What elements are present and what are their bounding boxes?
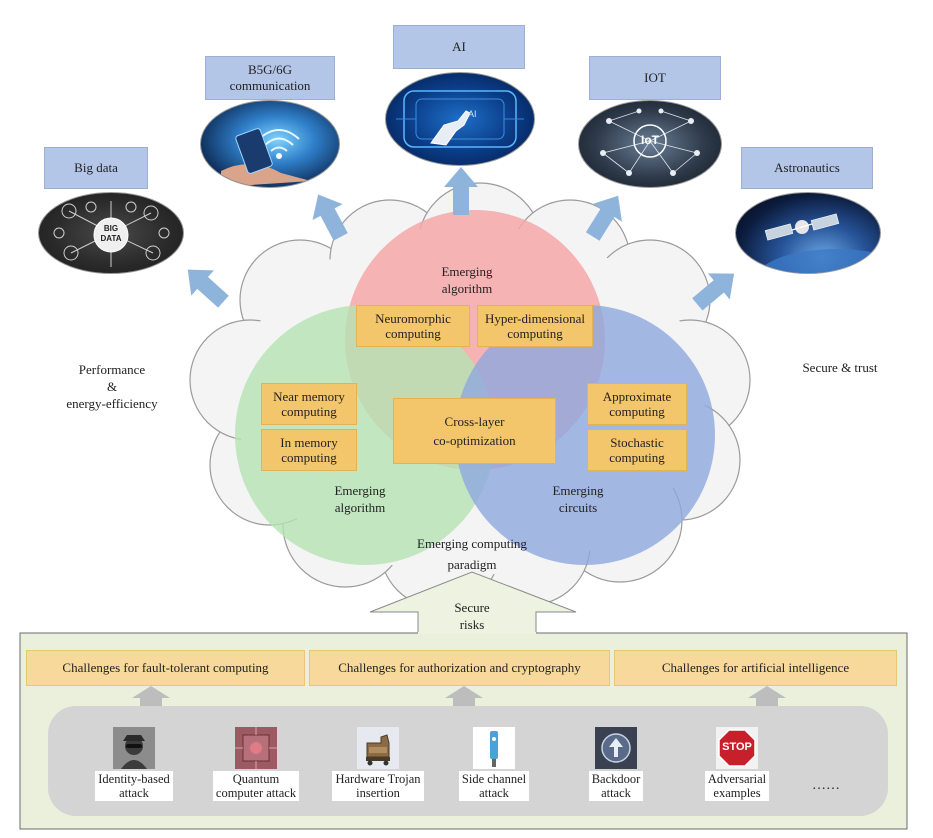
- threat-hardware-trojan: Hardware Trojan insertion: [328, 727, 428, 802]
- challenge-authorization: Challenges for authorization and cryptog…: [309, 650, 610, 686]
- secure-risks-arrow: [369, 571, 577, 634]
- threat-backdoor-line1: Backdoor: [591, 772, 641, 786]
- backdoor-icon: [595, 727, 637, 769]
- big-data-network-icon: [53, 201, 170, 267]
- app-box-astronautics: Astronautics: [741, 147, 873, 189]
- threat-identity-line1: Identity-based: [98, 772, 170, 786]
- threat-backdoor-line2: attack: [601, 786, 631, 800]
- stop-sign-text: STOP: [722, 741, 752, 753]
- threat-quantum-line1: Quantum: [232, 772, 280, 786]
- performance-label: Performance & energy-efficiency: [42, 361, 182, 412]
- ai-image-text: AI: [468, 109, 477, 119]
- robot-hand-icon: [396, 90, 524, 148]
- stochastic-box: Stochastic computing: [587, 429, 687, 471]
- venn-right-label: Emerging circuits: [552, 483, 604, 515]
- threat-trojan-line2: insertion: [356, 786, 400, 800]
- challenge-fault-tolerant: Challenges for fault-tolerant computing: [26, 650, 305, 686]
- hyper-dimensional-box: Hyper-dimensional computing: [477, 305, 593, 347]
- wifi-hand-icon: [221, 128, 311, 187]
- threat-quantum-line2: computer attack: [215, 786, 297, 800]
- threat-side-channel-line1: Side channel: [461, 772, 527, 786]
- more-ellipsis: ……: [812, 778, 840, 793]
- probe-icon: [473, 727, 515, 769]
- output-arrows: [187, 167, 735, 311]
- b5g-image: [200, 100, 340, 188]
- iot-network-icon: [600, 108, 700, 176]
- venn-top-label: Emerging algorithm: [441, 264, 493, 296]
- threat-adversarial-line2: examples: [713, 786, 761, 800]
- approximate-box: Approximate computing: [587, 383, 687, 425]
- challenge-arrows: [132, 686, 786, 706]
- cross-layer-box: Cross-layer co-optimization: [393, 398, 556, 464]
- venn-circle-right: [455, 305, 715, 565]
- threat-adversarial: STOP Adversarial examples: [687, 727, 787, 802]
- in-memory-box: In memory computing: [261, 429, 357, 471]
- iot-image: IoT: [578, 100, 722, 188]
- threat-side-channel: Side channel attack: [444, 727, 544, 802]
- app-label-b5g-line1: B5G/6G: [247, 62, 293, 77]
- stop-sign-icon: STOP: [716, 727, 758, 769]
- performance-line3: energy-efficiency: [66, 396, 158, 411]
- app-label-ai: AI: [452, 39, 466, 54]
- hacker-icon: [113, 727, 155, 769]
- near-memory-box: Near memory computing: [261, 383, 357, 425]
- app-label-iot: IOT: [644, 70, 666, 85]
- secure-risks-label: Secure risks: [454, 600, 490, 632]
- app-label-big-data: Big data: [74, 160, 118, 175]
- app-box-big-data: Big data: [44, 147, 148, 189]
- app-label-astronautics: Astronautics: [774, 160, 840, 175]
- satellite-icon: [757, 213, 880, 273]
- neuromorphic-box: Neuromorphic computing: [356, 305, 470, 347]
- app-box-iot: IOT: [589, 56, 721, 100]
- performance-line2: &: [106, 379, 118, 394]
- threat-identity-line2: attack: [119, 786, 149, 800]
- venn-circle-left: [235, 305, 495, 565]
- threat-backdoor: Backdoor attack: [566, 727, 666, 802]
- big-data-image: BIG DATA: [38, 192, 184, 274]
- paradigm-label: Emerging computing paradigm: [417, 536, 527, 572]
- quantum-chip-icon: [235, 727, 277, 769]
- ai-image: AI: [385, 72, 535, 166]
- app-label-b5g-line2: communication: [229, 78, 311, 93]
- app-box-b5g: B5G/6G communication: [205, 56, 335, 100]
- threat-identity-based: Identity-based attack: [84, 727, 184, 802]
- venn-left-label: Emerging algorithm: [334, 483, 386, 515]
- iot-image-text: IoT: [641, 133, 659, 147]
- threat-side-channel-line2: attack: [479, 786, 509, 800]
- secure-trust-label: Secure & trust: [802, 360, 878, 375]
- performance-line1: Performance: [78, 362, 146, 377]
- astronautics-image: [735, 192, 881, 274]
- big-data-text-top: BIG: [103, 224, 119, 233]
- threat-adversarial-line1: Adversarial: [707, 772, 767, 786]
- threat-quantum: Quantum computer attack: [206, 727, 306, 802]
- trojan-horse-icon: [357, 727, 399, 769]
- app-box-ai: AI: [393, 25, 525, 69]
- challenge-ai: Challenges for artificial intelligence: [614, 650, 897, 686]
- threat-trojan-line1: Hardware Trojan: [335, 772, 421, 786]
- big-data-text-bottom: DATA: [100, 234, 122, 243]
